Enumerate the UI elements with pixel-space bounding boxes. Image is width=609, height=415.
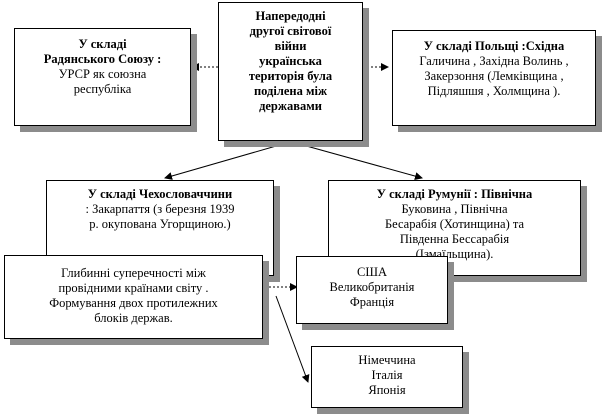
center-line: територія була bbox=[248, 69, 333, 83]
arrow-to-romania bbox=[291, 141, 423, 180]
soviet-line: Радянського Союзу : bbox=[43, 52, 162, 66]
center-line: війни bbox=[274, 39, 307, 53]
center-box: Напередодні другої світової війни україн… bbox=[218, 2, 363, 141]
allies-line: США bbox=[357, 265, 387, 279]
arrow-to-czech bbox=[164, 141, 291, 180]
soviet-line: У складі bbox=[78, 37, 127, 51]
soviet-line: республіка bbox=[73, 82, 132, 96]
romania-line: Південна Бессарабія bbox=[399, 232, 510, 246]
poland-box: У складі Польщі :Східна Галичина , Захід… bbox=[392, 30, 596, 126]
center-line: державами bbox=[259, 99, 322, 113]
center-line: поділена між bbox=[253, 84, 328, 98]
czech-line: : Закарпаття (з березня 1939 bbox=[85, 202, 235, 216]
soviet-line: УРСР як союзна bbox=[58, 67, 147, 81]
contradictions-line: блоків держав. bbox=[94, 311, 173, 325]
poland-line: Підляшшя , Холмщина ). bbox=[427, 84, 561, 98]
czech-line: У складі Чехословаччини bbox=[87, 187, 233, 201]
axis-line: Італія bbox=[371, 368, 403, 382]
contradictions-box: Глибинні суперечності між провідними кра… bbox=[4, 255, 263, 339]
axis-line: Японія bbox=[368, 383, 406, 397]
czech-line: р. окупована Угорщиною.) bbox=[89, 217, 231, 231]
axis-box: Німеччина Італія Японія bbox=[311, 346, 463, 408]
romania-box: У складі Румунії : Північна Буковина , П… bbox=[328, 180, 581, 276]
axis-line: Німеччина bbox=[358, 353, 416, 367]
center-line: Напередодні bbox=[255, 9, 326, 23]
poland-line: Закерзоння (Лемківщина , bbox=[424, 69, 564, 83]
poland-line: У складі Польщі :Східна bbox=[423, 39, 565, 53]
allies-line: Великобританія bbox=[329, 280, 415, 294]
poland-line: Галичина , Західна Волинь , bbox=[419, 54, 569, 68]
romania-line: Бесарабія (Хотинщина) та bbox=[384, 217, 525, 231]
allies-line: Франція bbox=[349, 295, 395, 309]
romania-line: У складі Румунії : Північна bbox=[376, 187, 533, 201]
soviet-box: У складі Радянського Союзу : УРСР як сою… bbox=[14, 28, 191, 126]
center-line: українська bbox=[259, 54, 322, 68]
contradictions-line: Глибинні суперечності між bbox=[61, 266, 206, 280]
contradictions-line: Формування двох протилежних bbox=[49, 296, 218, 310]
contradictions-line: провідними країнами світу . bbox=[58, 281, 209, 295]
arrow-to-axis bbox=[275, 295, 310, 383]
center-line: другої світової bbox=[249, 24, 332, 38]
romania-line: Буковина , Північна bbox=[401, 202, 508, 216]
allies-box: США Великобританія Франція bbox=[296, 256, 448, 324]
